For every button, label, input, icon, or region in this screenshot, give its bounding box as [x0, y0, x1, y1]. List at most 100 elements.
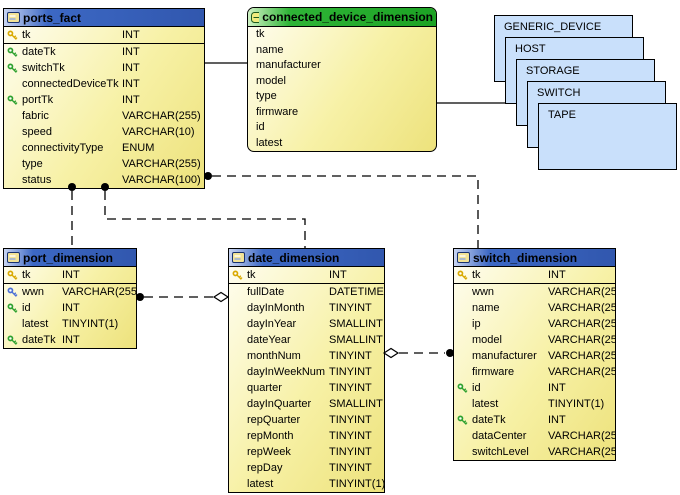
column-name: latest	[247, 478, 274, 490]
column-row[interactable]: latest TINYINT(1)	[4, 316, 136, 332]
table-header[interactable]: ports_fact	[4, 9, 204, 27]
table-header[interactable]: port_dimension	[4, 249, 136, 267]
column-row[interactable]: firmware	[248, 105, 436, 121]
column-name: monthNum	[247, 350, 301, 362]
column-type: DATETIME	[329, 286, 384, 298]
table-header[interactable]: switch_dimension	[454, 249, 615, 267]
column-row[interactable]: tk	[248, 27, 436, 43]
column-name: quarter	[247, 382, 282, 394]
table-title: connected_device_dimension	[262, 10, 433, 24]
column-name: portTk	[22, 94, 54, 106]
column-name: dayInYear	[247, 318, 297, 330]
table-title: port_dimension	[23, 250, 114, 265]
column-name: dateTk	[22, 46, 56, 58]
relationship-line-ports-date	[104, 191, 306, 248]
table-header[interactable]: connected_device_dimension	[248, 8, 436, 27]
relationship-endpoint-diamond	[212, 291, 230, 303]
table-header[interactable]: date_dimension	[229, 249, 384, 267]
column-name: repMonth	[247, 430, 294, 442]
column-name: latest	[472, 398, 499, 410]
column-type: TINYINT	[329, 382, 372, 394]
column-name: id	[22, 302, 31, 314]
column-name: fullDate	[247, 286, 285, 298]
entity-box-tape[interactable]: TAPE	[538, 103, 677, 170]
table-switch-dimension[interactable]: switch_dimension tkINTwwnVARCHAR(255)nam…	[453, 248, 616, 461]
table-icon	[457, 252, 470, 263]
pk-separator	[454, 283, 615, 284]
column-name: type	[256, 90, 277, 102]
column-name: id	[256, 121, 265, 133]
column-row[interactable]: model	[248, 74, 436, 90]
column-name: firmware	[472, 366, 515, 378]
column-name: dayInWeekNum	[247, 366, 326, 378]
column-name: tk	[256, 28, 265, 40]
column-name: latest	[256, 136, 283, 149]
column-row[interactable]: id	[248, 120, 436, 136]
column-type: INT	[122, 62, 140, 74]
column-row[interactable]: name	[248, 43, 436, 59]
column-name: dayInQuarter	[247, 398, 312, 410]
foreign-key-icon	[7, 335, 22, 346]
column-row[interactable]: latest	[248, 136, 436, 152]
column-row[interactable]: quarter TINYINT	[229, 380, 384, 396]
table-title: ports_fact	[23, 10, 82, 25]
relationship-endpoint-dot	[136, 293, 144, 301]
column-type: INT	[548, 414, 566, 426]
column-type: TINYINT(1)	[62, 318, 119, 330]
column-type: VARCHAR(255)	[548, 430, 615, 442]
entity-box-label: GENERIC_DEVICE	[504, 21, 602, 33]
foreign-key-icon	[457, 415, 472, 426]
column-name: latest	[22, 318, 49, 330]
column-name: model	[256, 74, 286, 87]
column-row[interactable]: fullDate DATETIME	[229, 284, 384, 300]
column-name: type	[22, 158, 43, 170]
entity-box-label: HOST	[515, 43, 546, 55]
column-row[interactable]: manufacturer	[248, 58, 436, 74]
column-row[interactable]: type	[248, 89, 436, 105]
